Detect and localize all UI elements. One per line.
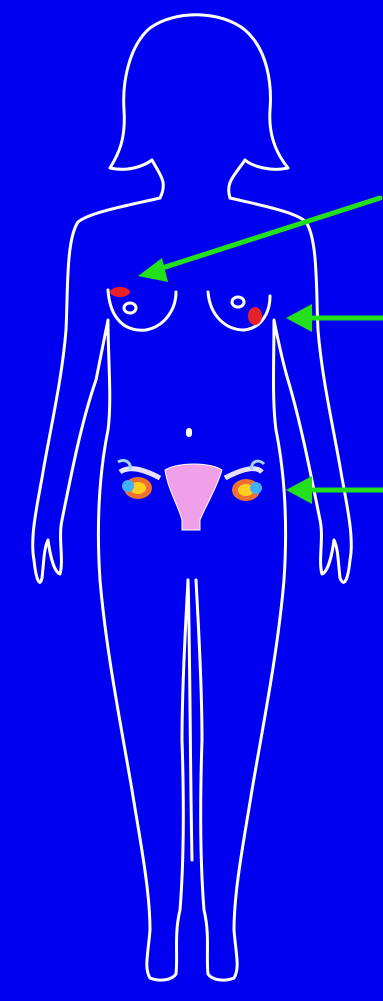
arrow-3 xyxy=(286,476,383,504)
breast-outlines xyxy=(108,290,270,330)
arrow-2 xyxy=(286,304,383,332)
breast-marker-right xyxy=(248,307,262,325)
breast-marker-left xyxy=(110,287,130,297)
left-ovary-highlight xyxy=(122,480,134,492)
uterus xyxy=(165,464,222,530)
left-nipple xyxy=(124,303,136,313)
right-fallopian-tube xyxy=(225,469,262,478)
head-outline xyxy=(110,15,288,198)
left-fallopian-tube xyxy=(120,469,160,478)
navel xyxy=(186,428,192,437)
right-nipple xyxy=(232,297,244,307)
arrow-1 xyxy=(138,198,380,282)
right-ovary-highlight xyxy=(250,482,262,494)
reproductive-organs xyxy=(118,460,264,530)
